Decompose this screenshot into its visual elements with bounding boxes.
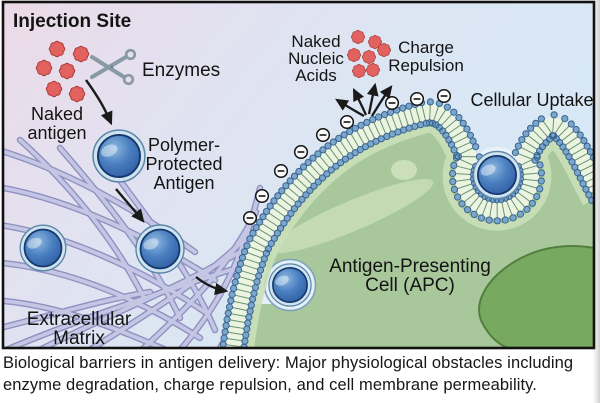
label-charge-1: Charge <box>398 38 454 57</box>
label-nucleic-3: Acids <box>295 66 337 85</box>
gear-particle-icon <box>35 59 53 77</box>
label-ecm-1: Extracellular <box>27 309 132 330</box>
gear-particle-icon <box>45 80 63 98</box>
gear-particle-icon <box>352 64 366 78</box>
flow-arrows <box>85 79 229 296</box>
gear-particle-icon <box>347 48 361 62</box>
gear-particle-icon <box>351 30 365 44</box>
figure-caption: Biological barriers in antigen delivery:… <box>3 352 597 396</box>
antigen-sphere-engulfed <box>268 263 312 307</box>
matrix-fiber <box>3 261 202 340</box>
antigen-sphere-matrix-mid <box>135 224 185 274</box>
label-polymer-3: Antigen <box>153 173 214 193</box>
gear-particle-icon <box>72 45 90 63</box>
membrane-lipid-tails <box>226 104 594 348</box>
gear-particle-icon <box>366 63 380 77</box>
label-nucleic-2: Nucleic <box>288 49 344 68</box>
gear-particle-icon <box>68 85 86 103</box>
cell-membrane <box>219 98 594 348</box>
antigen-sphere-matrix-left <box>19 224 67 272</box>
label-cellular-uptake: Cellular Uptake <box>470 90 593 110</box>
label-apc-2: Cell (APC) <box>365 275 455 296</box>
caption-line-1: Biological barriers in antigen delivery:… <box>3 354 574 372</box>
antigen-delivery-figure: Injection Site Enzymes Naked antigen Pol… <box>1 0 596 350</box>
minus-circle-icon <box>315 127 331 143</box>
minus-circle-icon <box>293 144 309 160</box>
matrix-fiber <box>58 146 182 320</box>
label-enzymes: Enzymes <box>142 60 220 81</box>
figure-border <box>1 0 596 350</box>
minus-circle-icon <box>436 88 452 104</box>
label-naked-antigen-2: antigen <box>27 123 86 143</box>
cytoplasm-highlight-small <box>391 160 417 180</box>
gear-particle-icon <box>377 43 391 57</box>
minus-circle-icon <box>339 114 355 130</box>
matrix-fiber <box>3 290 152 330</box>
minus-circle-icon <box>242 210 258 226</box>
antigen-sphere-polymer <box>92 129 146 183</box>
arrow-toward-cell <box>195 276 229 296</box>
label-polymer-1: Polymer- <box>148 135 220 155</box>
matrix-fiber <box>140 210 258 348</box>
gear-particle-icon <box>362 50 376 64</box>
label-naked-antigen-1: Naked <box>31 104 83 124</box>
label-injection-site: Injection Site <box>13 11 131 32</box>
minus-circle-icon <box>409 91 425 107</box>
charge-repulsion-arrows <box>335 82 393 118</box>
matrix-fiber <box>3 223 207 314</box>
arrow-into-matrix <box>115 188 145 223</box>
antigen-delivery-diagram: Injection Site Enzymes Naked antigen Pol… <box>1 0 596 350</box>
label-charge-2: Repulsion <box>388 56 464 75</box>
gear-particle-icon <box>58 62 76 80</box>
nucleus <box>478 245 594 348</box>
minus-circle-icon <box>254 188 270 204</box>
membrane-lipid-heads <box>219 98 594 348</box>
matrix-fiber <box>3 186 217 282</box>
gear-particle-icon <box>48 40 66 58</box>
matrix-fiber <box>3 298 167 348</box>
membrane-tail-band <box>225 104 594 348</box>
scissors-icon <box>90 48 137 86</box>
minus-circle-icon <box>273 163 289 179</box>
label-ecm-2: Matrix <box>53 328 105 349</box>
label-polymer-2: Protected <box>145 154 222 174</box>
antigen-sphere-uptake <box>472 150 522 200</box>
membrane-inner-lining <box>246 125 590 348</box>
label-nucleic-1: Naked <box>291 32 340 51</box>
minus-circle-icon <box>384 95 400 111</box>
cytoplasm-highlight <box>270 178 434 254</box>
matrix-fiber <box>18 138 147 302</box>
label-apc-1: Antigen-Presenting <box>329 256 491 277</box>
caption-line-2: enzyme degradation, charge repulsion, an… <box>3 376 537 394</box>
arrow-antigen-to-polymer <box>85 79 113 126</box>
